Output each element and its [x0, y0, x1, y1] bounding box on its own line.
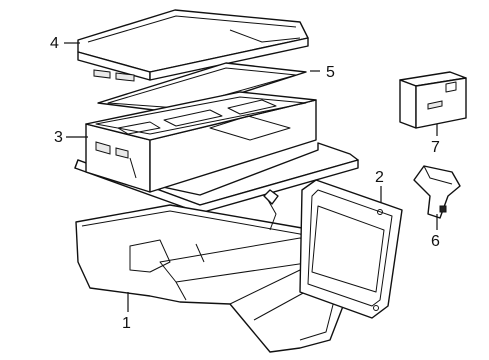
part-7-bracket: [399, 71, 467, 129]
callout-labels: 4 5 3 1 2 6 7: [50, 35, 440, 332]
callout-3: 3: [54, 129, 63, 146]
callout-2: 2: [375, 169, 384, 186]
callout-6: 6: [431, 233, 440, 250]
callout-1: 1: [122, 315, 131, 332]
part-3-upper-housing: [74, 91, 359, 214]
part-4-lid: [77, 9, 309, 82]
leader-lines: [64, 42, 438, 312]
callout-5: 5: [326, 64, 335, 81]
part-5-filter: [97, 62, 307, 114]
part-6-clip: [413, 165, 461, 219]
callout-4: 4: [50, 35, 59, 52]
part-2-gasket: [299, 179, 403, 319]
callout-7: 7: [431, 139, 440, 156]
